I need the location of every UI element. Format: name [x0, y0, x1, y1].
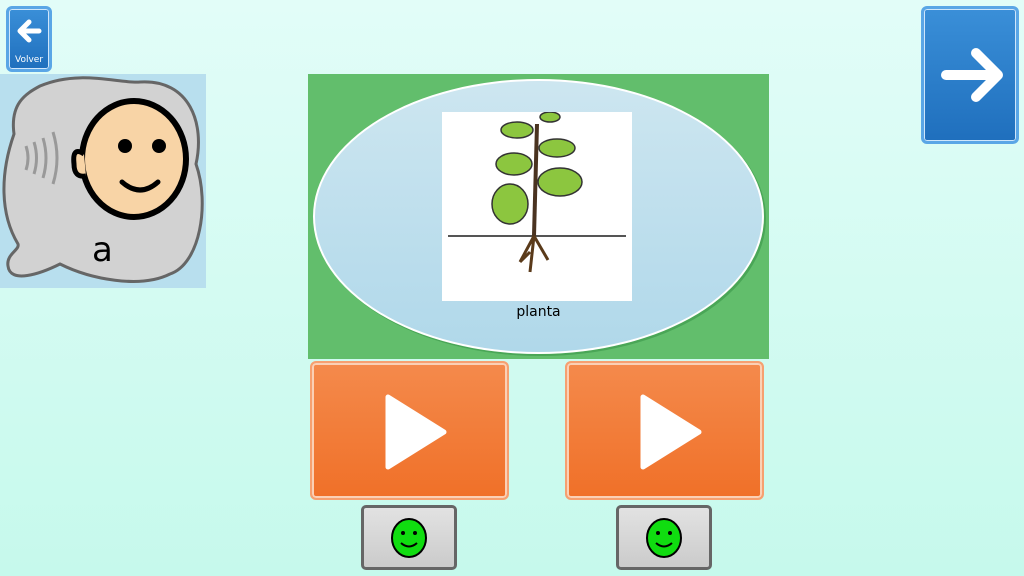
back-button[interactable]: Volver — [6, 6, 52, 72]
play-button-1[interactable] — [310, 361, 509, 500]
plant-icon — [448, 111, 626, 273]
next-button[interactable] — [921, 6, 1019, 144]
plant-picture — [442, 111, 632, 301]
play-button-2[interactable] — [565, 361, 764, 500]
word-label: planta — [516, 304, 561, 320]
select-button-2[interactable] — [616, 505, 712, 570]
prompt-letter: a — [92, 230, 113, 270]
arrow-left-icon — [17, 19, 42, 43]
smiley-icon — [646, 518, 682, 558]
word-card: planta — [308, 74, 769, 359]
prompt-card[interactable]: a — [0, 74, 206, 288]
arrow-right-icon — [941, 48, 1003, 102]
listen-icon — [2, 76, 204, 283]
play-icon — [640, 394, 702, 470]
play-icon — [385, 394, 447, 470]
smiley-icon — [391, 518, 427, 558]
select-button-1[interactable] — [361, 505, 457, 570]
back-label: Volver — [14, 55, 44, 65]
